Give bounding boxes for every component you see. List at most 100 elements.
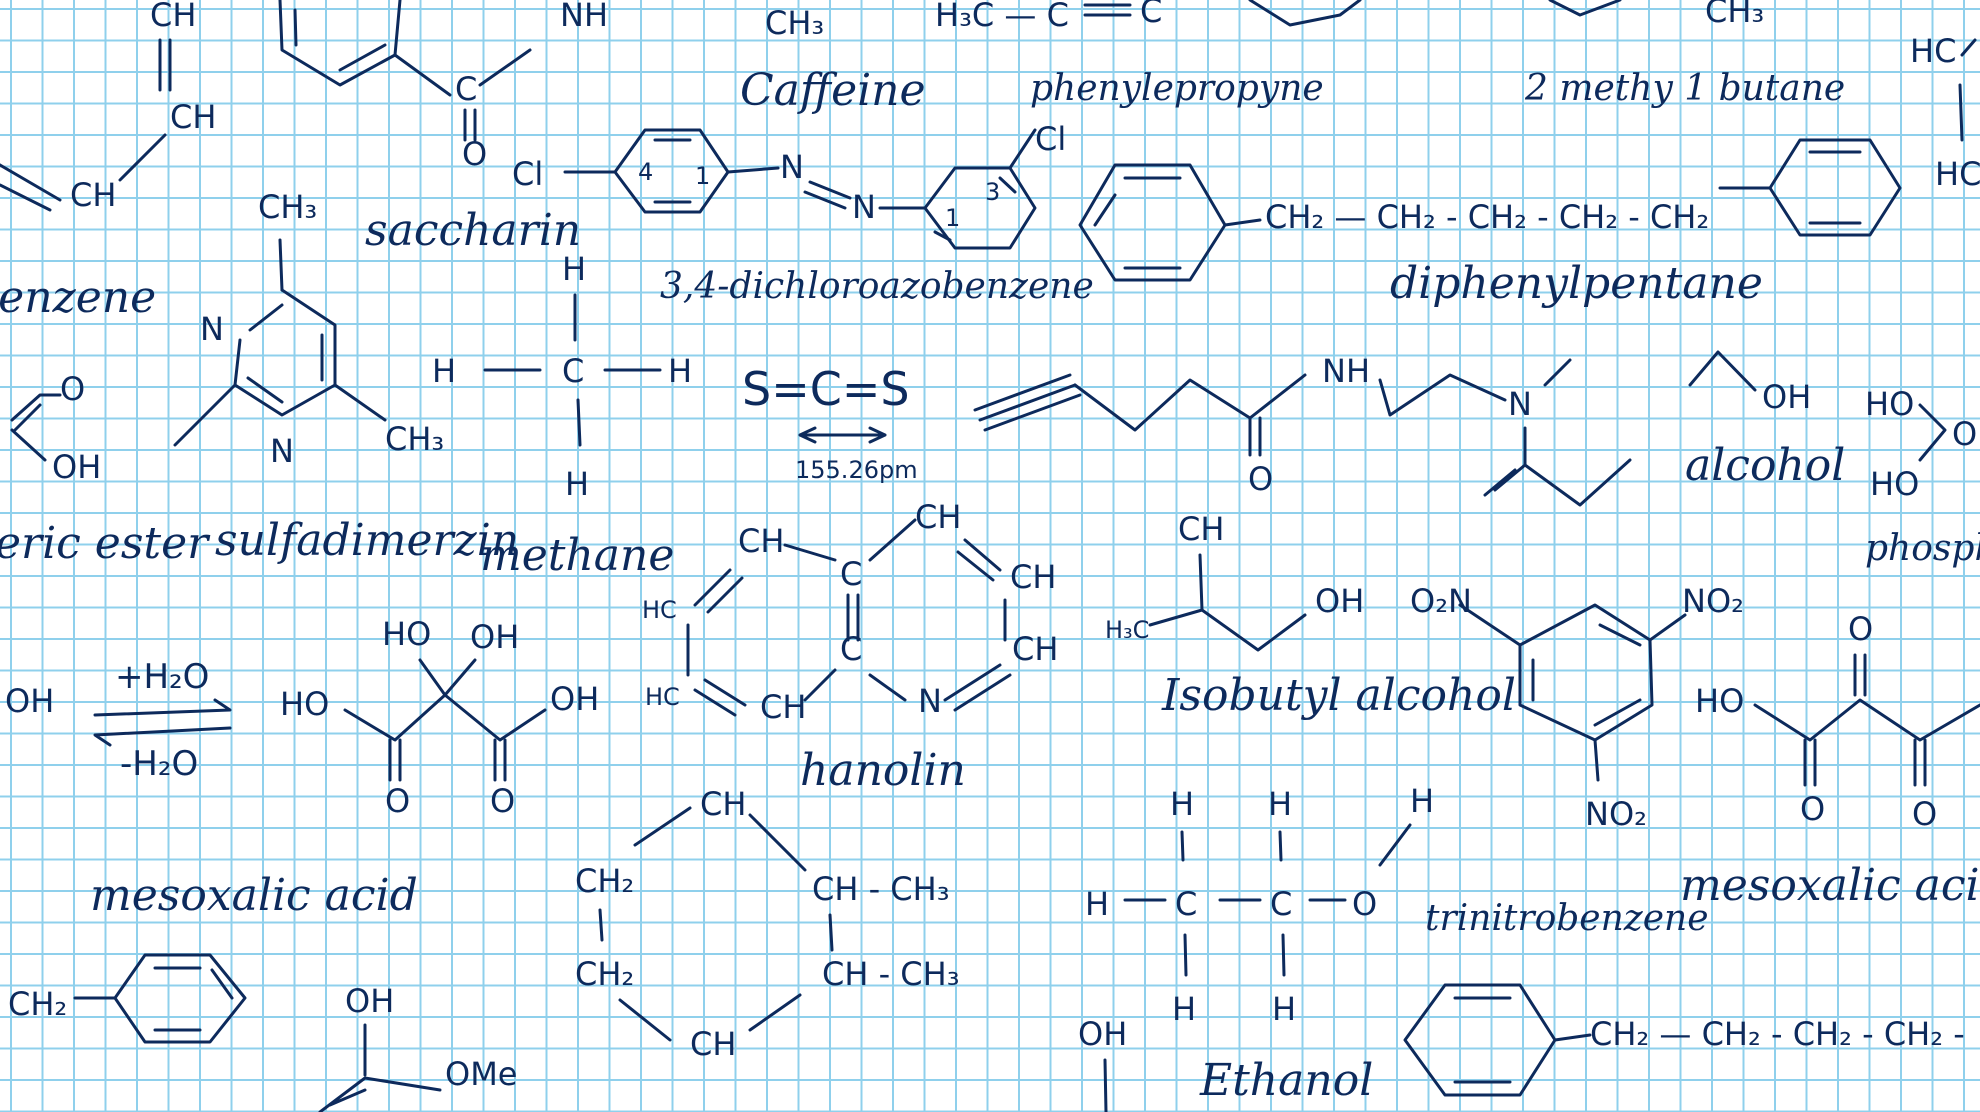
atom-n-label: N (200, 310, 224, 348)
minus-water-label: -H₂O (120, 744, 198, 784)
atom-ch-label: CH (1010, 558, 1056, 596)
atom-h-label: H (565, 465, 589, 503)
atom-hc-label: HC (642, 596, 677, 624)
atom-ch2-label: CH₂ (8, 985, 67, 1023)
atom-ch-label: CH (1012, 630, 1058, 668)
atom-o-label: O (462, 135, 487, 173)
ethanol-label: Ethanol (1199, 1055, 1373, 1106)
atom-ch-label: CH (70, 176, 116, 214)
trinitrobenzene-label: trinitrobenzene (1425, 898, 1709, 939)
atom-o-label: O (1352, 885, 1377, 923)
atom-ch-label: CH (738, 522, 784, 560)
atom-nh-label: NH (1322, 352, 1370, 390)
atom-ch-ch3-label: CH - CH₃ (822, 955, 960, 993)
alcohol-structure: OH alcohol (1685, 350, 1845, 491)
amide-chain-structure: O NH N (973, 352, 1632, 507)
methane-label: methane (480, 530, 674, 581)
atom-o-label: O (1800, 790, 1825, 828)
atom-ch-ch3-label: CH - CH₃ (812, 870, 950, 908)
dichloroazobenzene-label: 3,4-dichloroazobenzene (660, 266, 1094, 307)
atom-c-label: C (562, 352, 584, 390)
bottom-left-fragment: CH₂ OH OMe (8, 953, 517, 1112)
ring-position-1: 1 (695, 162, 710, 190)
atom-o-label: O (1952, 415, 1977, 453)
atom-ch-label: CH (150, 0, 196, 34)
atom-o-label: O (1848, 610, 1873, 648)
atom-oh-label: OH (52, 448, 101, 486)
phosphoric-label: phospho (1865, 528, 1980, 569)
methylbutane-label: 2 methy 1 butane (1524, 68, 1845, 109)
atom-ho-label: HO (280, 685, 329, 723)
atom-h-label: H (562, 250, 586, 288)
atom-hc-label: HC (645, 683, 680, 711)
atom-o-label: O (60, 370, 85, 408)
atom-n-label: N (1508, 385, 1532, 423)
mesoxalic-acid-right-structure: O HO O O mesoxalic acid (1680, 610, 1980, 911)
atom-cl-label: Cl (512, 155, 543, 193)
atom-oh-label: OH (470, 618, 519, 656)
atom-o-label: O (1912, 795, 1937, 833)
atom-hc-label: HC (1910, 32, 1956, 70)
atom-ch3-label: CH₃ (1705, 0, 1764, 30)
atom-ch2-label: CH₂ (575, 955, 634, 993)
atom-ch-label: CH (915, 498, 961, 536)
atom-c-label: C (1175, 885, 1197, 923)
atom-oh-label: OH (550, 680, 599, 718)
atom-c-label: C (1140, 0, 1162, 30)
atom-h-label: H (432, 352, 456, 390)
diphenylpentane-structure: CH₂ — CH₂ - CH₂ - CH₂ - CH₂ diphenylpent… (1078, 138, 1902, 309)
atom-ch3-label: CH₃ (765, 4, 824, 42)
plus-water-label: +H₂O (115, 657, 209, 697)
bottom-right-chain: CH₂ — CH₂ - CH₂ - CH₂ - (1403, 983, 1965, 1097)
diphenylpentane-label: diphenylpentane (1390, 258, 1763, 309)
atom-no2-label: NO₂ (1682, 582, 1744, 620)
dichloroazobenzene-structure: Cl 4 1 N N 1 3 Cl 3,4-dichloroazobenzene (512, 120, 1094, 307)
mesoxalic-acid-label: mesoxalic acid (1680, 860, 1980, 911)
hanolin-label: hanolin (800, 745, 966, 796)
carbon-disulfide-structure: S=C=S 155.26pm (742, 362, 918, 484)
sulfadimerzin-structure: CH₃ N N CH₃ sulfadimerzin (173, 188, 519, 566)
atom-ch-label: CH (700, 785, 746, 823)
mesoxalic-acid-left-structure: HO OH HO OH O O mesoxalic acid (90, 615, 599, 921)
atom-n-label: N (918, 682, 942, 720)
atom-h3c-c-label: H₃C — C (935, 0, 1069, 34)
atom-hc-label: HC (1935, 155, 1980, 193)
atom-h-label: H (1272, 990, 1296, 1028)
atom-o-label: O (490, 782, 515, 820)
atom-nh-label: NH (560, 0, 608, 34)
atom-ho-label: HO (1695, 682, 1744, 720)
isobutyl-alcohol-label: Isobutyl alcohol (1161, 670, 1516, 721)
bottom-chain-label: CH₂ — CH₂ - CH₂ - CH₂ - (1590, 1015, 1965, 1053)
atom-ch-label: CH (1178, 510, 1224, 548)
atom-h-label: H (1268, 785, 1292, 823)
atom-ch3-label: CH₃ (258, 188, 317, 226)
atom-c-label: C (455, 70, 477, 108)
atom-ho-label: HO (1865, 385, 1914, 423)
phenylpropyne-label: phenylepropyne (1030, 68, 1324, 109)
mesoxalic-acid-label: mesoxalic acid (90, 870, 418, 921)
ester-fragment: O OH eric ester (0, 370, 211, 569)
atom-ch2-label: CH₂ (575, 862, 634, 900)
atom-ch-label: CH (760, 688, 806, 726)
ethanol-structure: H H H H C C O H H Ethanol OH (1078, 782, 1434, 1112)
atom-oh-label: OH (345, 982, 394, 1020)
benzene-label: benzene (0, 272, 156, 323)
atom-n-label: N (780, 148, 804, 186)
sulfadimerzin-label: sulfadimerzin (215, 515, 519, 566)
carbon-disulfide-formula: S=C=S (742, 362, 910, 416)
ring-position-4: 4 (638, 158, 653, 186)
atom-n-label: N (270, 432, 294, 470)
atom-ch-label: CH (170, 98, 216, 136)
isobutyl-alcohol-structure: CH H₃C OH Isobutyl alcohol (1105, 510, 1516, 721)
trinitrobenzene-structure: O₂N NO₂ NO₂ trinitrobenzene (1410, 582, 1744, 939)
atom-oh-label: OH (1078, 1015, 1127, 1053)
atom-o-label: O (1248, 460, 1273, 498)
ring-position-1: 1 (945, 204, 960, 232)
methane-structure: H H C H H methane (432, 250, 692, 581)
atom-o-label: O (385, 782, 410, 820)
ester-label: eric ester (0, 518, 211, 569)
atom-oh-label: OH (5, 682, 54, 720)
atom-n-label: N (852, 188, 876, 226)
atom-c-label: C (840, 555, 862, 593)
